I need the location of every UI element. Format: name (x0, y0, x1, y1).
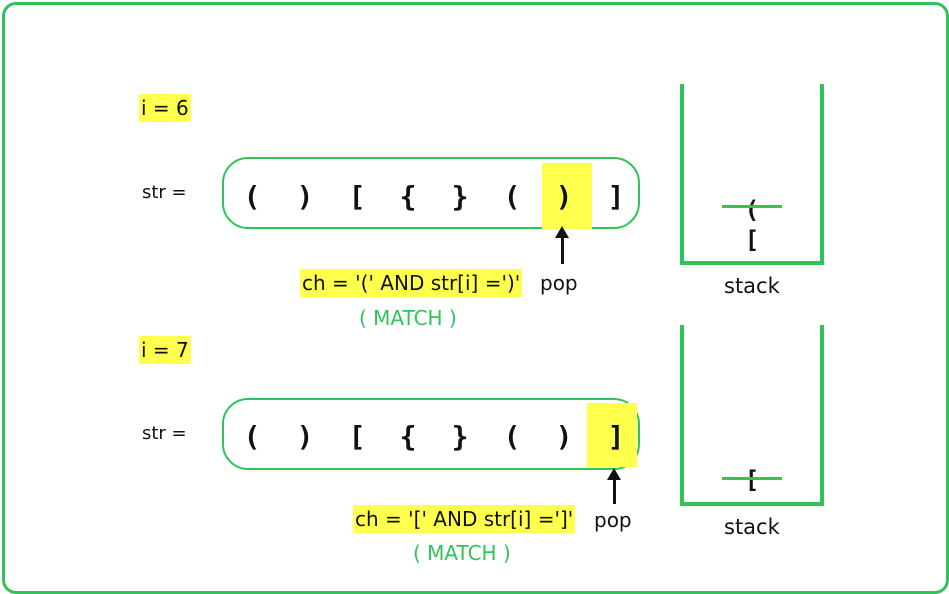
step1-string-box (222, 157, 640, 229)
step1-match-label: ( MATCH ) (359, 306, 457, 330)
step2-char-3: { (399, 420, 417, 453)
step2-stack-item-top: [ (744, 466, 760, 494)
step2-arrow-shaft (613, 478, 616, 504)
step2-char-1: ) (296, 420, 314, 453)
step1-stack-item-top: ( (744, 196, 760, 224)
step1-stack (680, 84, 824, 265)
step1-char-5: ( (503, 180, 521, 213)
step2-match-label: ( MATCH ) (413, 541, 511, 565)
step1-pop-label: pop (540, 271, 578, 295)
step1-str-label: str = (142, 182, 187, 203)
step1-stack-label: stack (724, 274, 780, 298)
step1-char-4: } (451, 180, 469, 213)
step2-char-2: [ (348, 420, 366, 453)
step2-char-5: ( (503, 420, 521, 453)
step1-stack-item-bottom: [ (744, 226, 760, 254)
step1-condition: ch = '(' AND str[i] =')' (300, 269, 523, 297)
step2-char-6: ) (555, 420, 573, 453)
step1-char-7: ] (607, 180, 625, 213)
step2-index-label: i = 7 (139, 336, 191, 364)
step2-arrow-head-icon (607, 468, 621, 480)
step1-current-char-highlight (542, 163, 592, 229)
step2-string-box (222, 398, 640, 470)
step2-char-4: } (451, 420, 469, 453)
step1-index-label: i = 6 (139, 94, 191, 122)
step2-stack-label: stack (724, 515, 780, 539)
step1-arrow-shaft (561, 236, 564, 264)
step2-char-0: ( (243, 420, 261, 453)
step1-char-0: ( (243, 180, 261, 213)
step2-pop-label: pop (594, 508, 632, 532)
step1-char-3: { (399, 180, 417, 213)
step2-char-7: ] (607, 420, 625, 453)
step1-arrow-head-icon (555, 226, 569, 238)
step1-char-6: ) (555, 180, 573, 213)
step2-str-label: str = (142, 423, 187, 444)
step2-condition: ch = '[' AND str[i] =']' (353, 505, 576, 533)
step1-pop-strike (722, 205, 782, 208)
step2-stack (680, 325, 824, 506)
step2-pop-strike (722, 477, 782, 480)
step1-char-1: ) (296, 180, 314, 213)
step1-char-2: [ (348, 180, 366, 213)
step2-current-char-highlight (587, 403, 637, 467)
